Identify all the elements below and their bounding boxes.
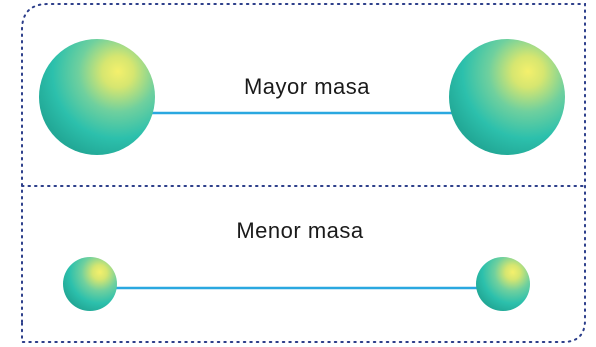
sphere-large-right [449, 39, 565, 155]
sphere-large-left [39, 39, 155, 155]
panel-greater-mass: Mayor masa [39, 39, 565, 155]
label-greater-mass: Mayor masa [244, 74, 370, 99]
frame-border [21, 3, 586, 343]
panel-lesser-mass: Menor masa [63, 218, 530, 311]
sphere-small-right [476, 257, 530, 311]
label-lesser-mass: Menor masa [236, 218, 364, 243]
sphere-small-left [63, 257, 117, 311]
